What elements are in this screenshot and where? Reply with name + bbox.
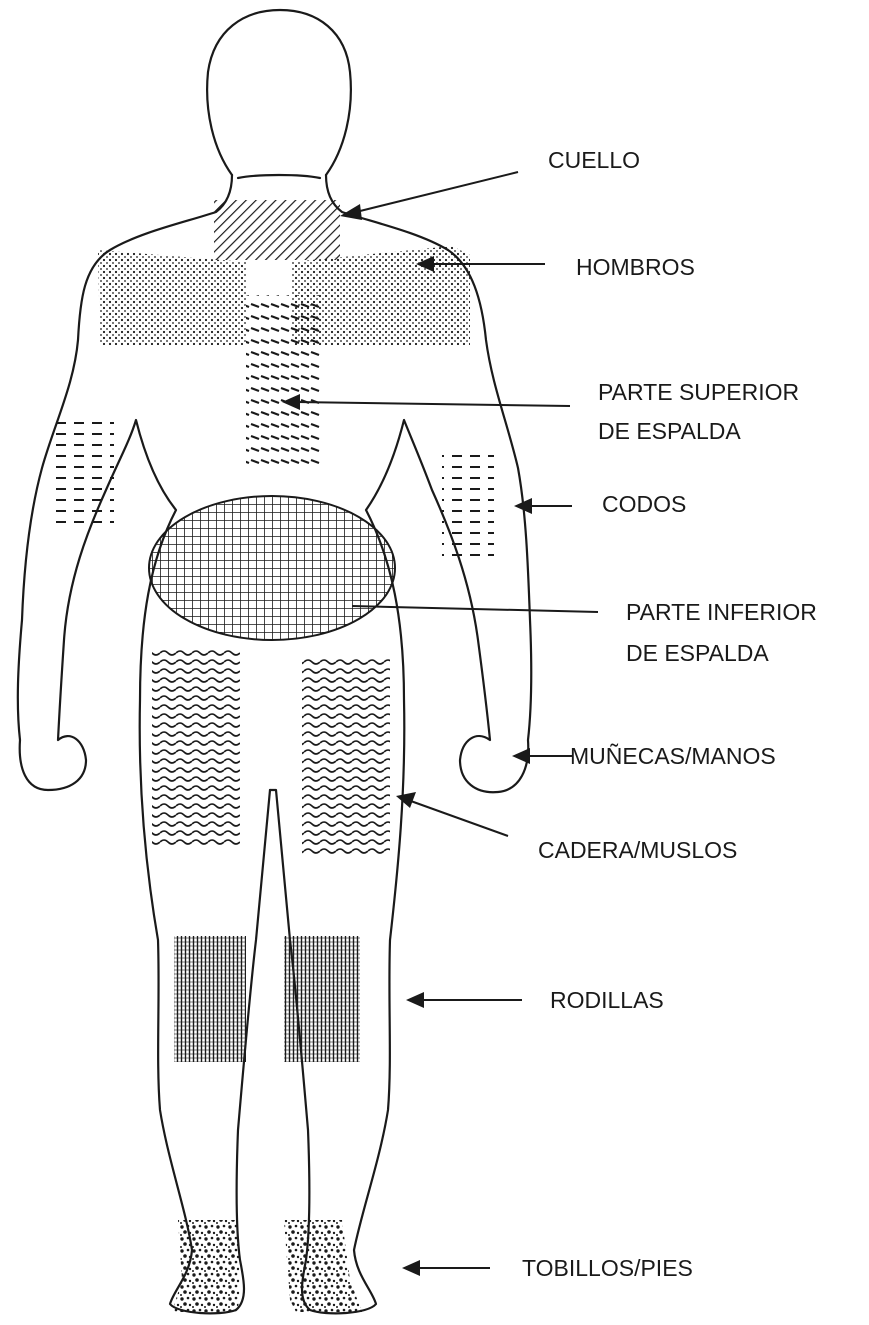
label-upper-back-line1: PARTE SUPERIOR	[598, 379, 799, 405]
ankles-arrowhead	[402, 1260, 420, 1276]
lower-back-region	[149, 496, 395, 640]
label-hips-thighs: CADERA/MUSLOS	[538, 837, 737, 863]
neck-region	[214, 200, 340, 260]
label-upper-back-line2: DE ESPALDA	[598, 418, 741, 444]
wrists-arrowhead	[512, 748, 530, 764]
head-outline	[207, 10, 351, 175]
right-elbow-region	[442, 454, 494, 560]
label-wrists-hands: MUÑECAS/MANOS	[570, 743, 776, 769]
left-elbow-region	[56, 418, 114, 528]
label-lower-back-line2: DE ESPALDA	[626, 640, 769, 666]
label-knees: RODILLAS	[550, 987, 664, 1013]
label-lower-back-line1: PARTE INFERIOR	[626, 599, 817, 625]
region-labels: CUELLO HOMBROS PARTE SUPERIOR DE ESPALDA…	[522, 147, 817, 1281]
hips-arrow	[408, 800, 508, 836]
left-foot-region	[172, 1220, 240, 1312]
label-elbows: CODOS	[602, 491, 686, 517]
right-knee-region	[284, 936, 360, 1062]
knees-arrowhead	[406, 992, 424, 1008]
region-patterns	[56, 200, 494, 1312]
right-foot-region	[284, 1220, 362, 1312]
label-ankles-feet: TOBILLOS/PIES	[522, 1255, 693, 1281]
right-thigh-region	[302, 658, 390, 856]
upper-back-arrow	[296, 402, 570, 406]
hips-arrowhead	[396, 792, 416, 808]
neck-arrow	[352, 172, 518, 213]
left-knee-region	[174, 936, 246, 1062]
neck-line-outline	[238, 175, 320, 178]
label-neck: CUELLO	[548, 147, 640, 173]
label-shoulders: HOMBROS	[576, 254, 695, 280]
lower-back-arrow	[352, 606, 598, 612]
left-thigh-region	[152, 648, 240, 846]
upper-back-region	[246, 295, 320, 470]
